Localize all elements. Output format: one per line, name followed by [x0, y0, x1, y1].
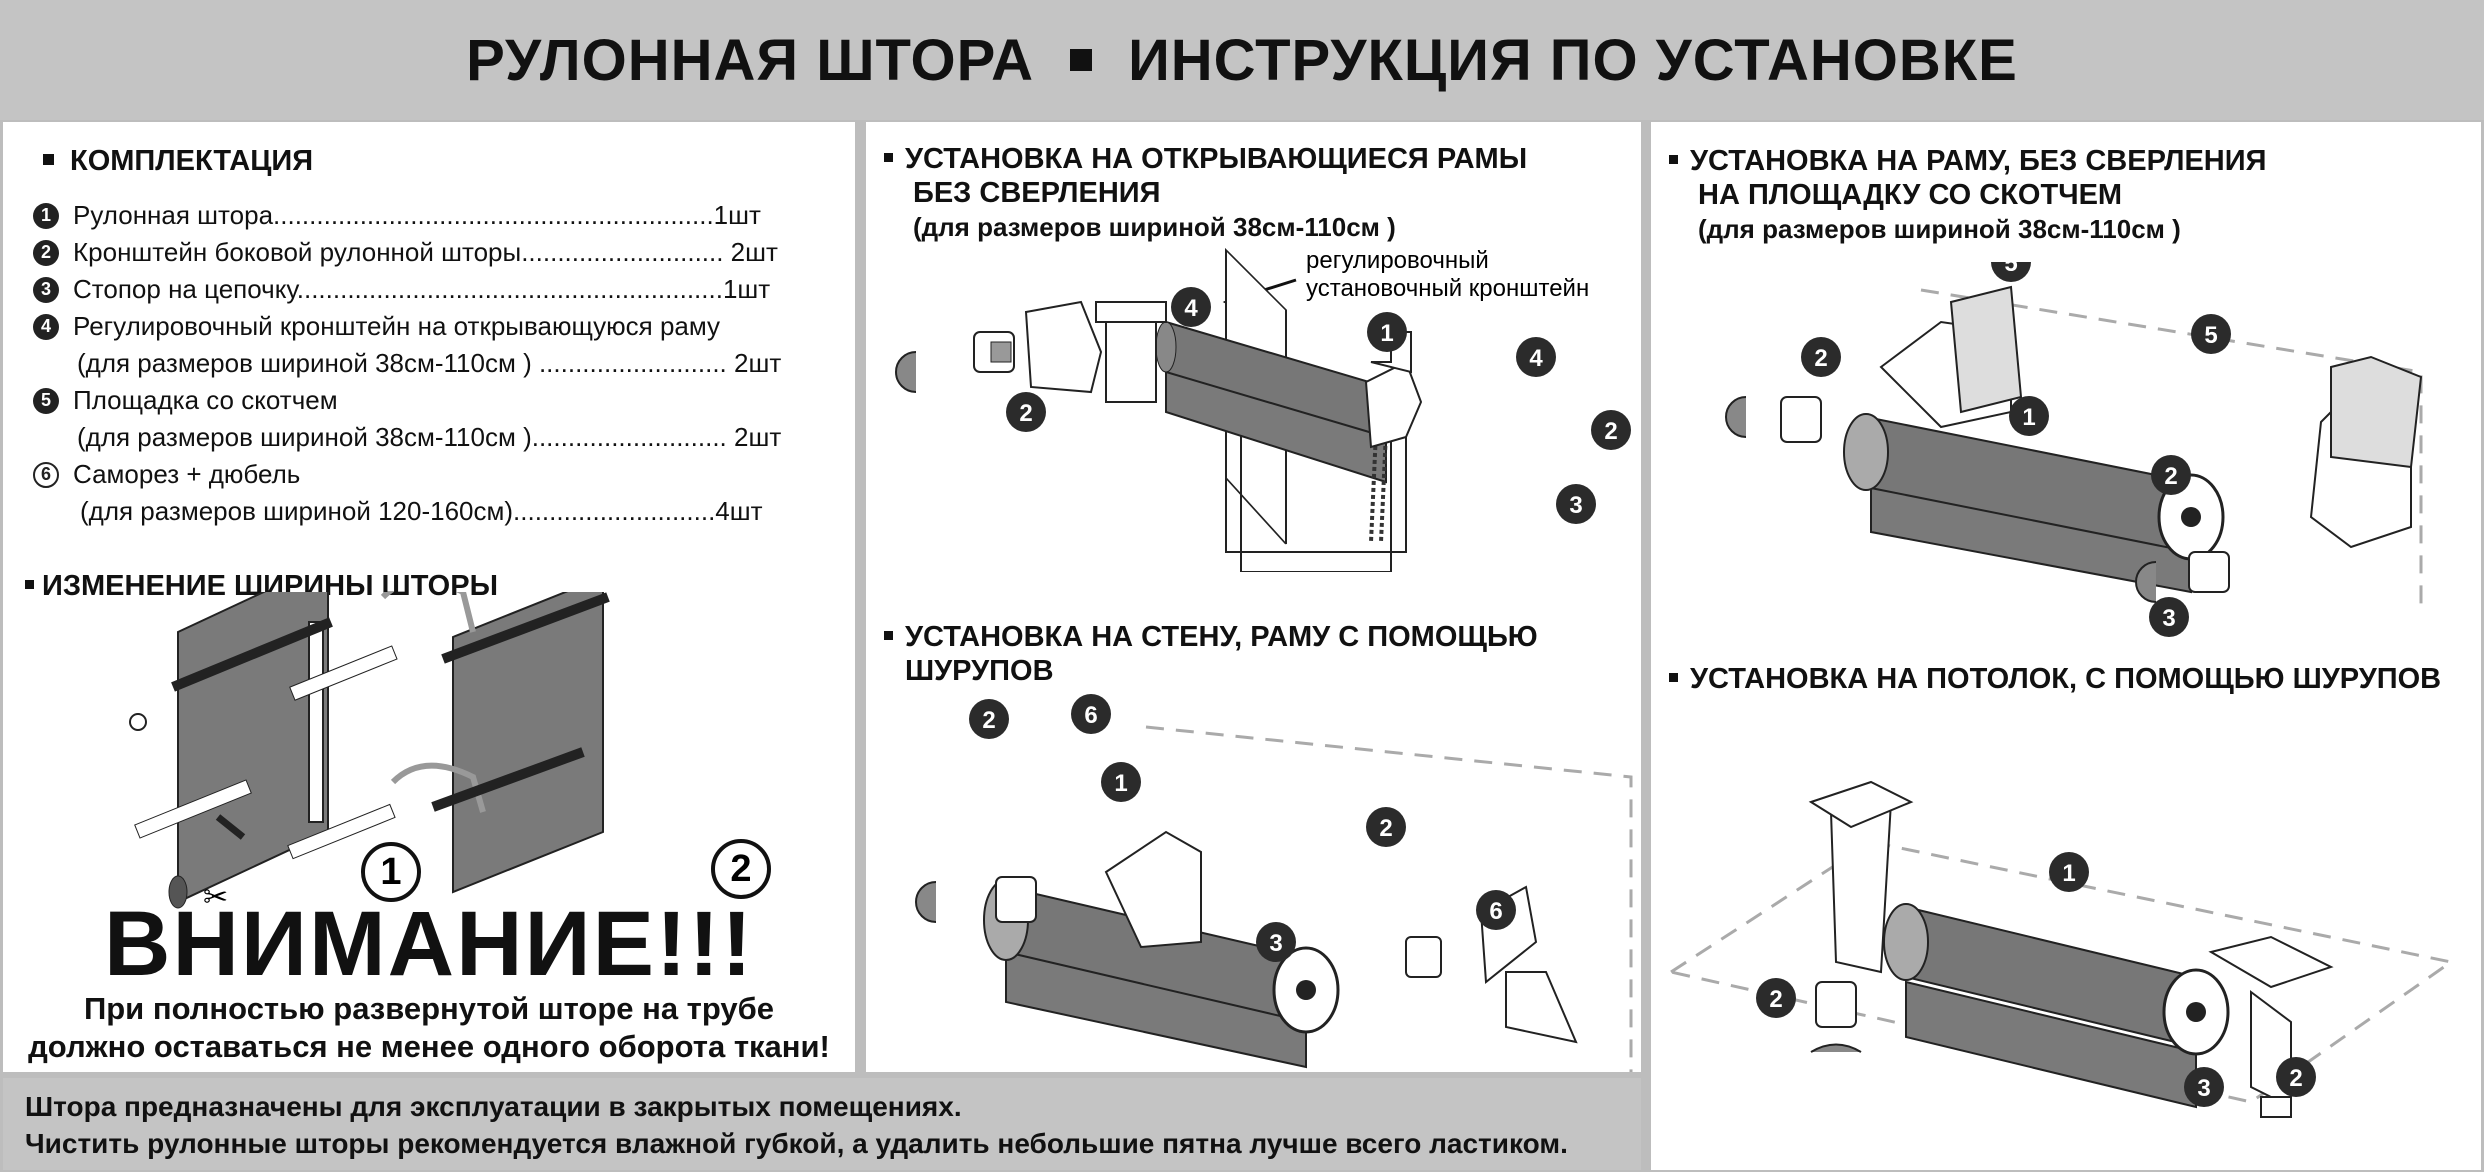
svg-text:3: 3 — [1269, 930, 1282, 957]
number-badge: 3 — [2184, 1067, 2224, 1107]
number-badge: 4 — [33, 313, 59, 340]
list-item-continuation: (для размеров шириной 120-160см)........… — [80, 496, 763, 526]
number-badge: 6 — [1071, 694, 1111, 734]
warning-text: При полностью развернутой шторе на трубе… — [28, 991, 830, 1064]
svg-text:2: 2 — [1019, 400, 1032, 427]
step-2-badge: 2 — [711, 839, 771, 899]
number-badge: 6 — [1476, 890, 1516, 930]
frame-tape-illustration: 2 5 1 5 2 3 — [1725, 262, 2423, 637]
svg-text:6: 6 — [1084, 702, 1097, 729]
number-badge: 3 — [2149, 597, 2189, 637]
bullet-icon — [884, 630, 893, 640]
installation-panel-middle: УСТАНОВКА НА ОТКРЫВАЮЩИЕСЯ РАМЫ БЕЗ СВЕР… — [866, 122, 1641, 1072]
number-badge: 2 — [1006, 392, 1046, 432]
number-badge: 2 — [1366, 807, 1406, 847]
warning-heading: ВНИМАНИЕ!!! — [104, 893, 754, 995]
callout-label: регулировочный — [1306, 247, 1489, 274]
title-separator-icon — [1070, 49, 1093, 71]
bullet-icon — [43, 153, 54, 165]
number-badge: 6 — [33, 461, 59, 488]
number-badge: 5 — [33, 387, 59, 414]
width-change-illustration: ✂ 1 2 — [129, 592, 771, 912]
svg-text:5: 5 — [2204, 322, 2217, 349]
svg-text:5: 5 — [2004, 262, 2017, 277]
footer-line: Штора предназначены для эксплуатации в з… — [25, 1091, 962, 1122]
svg-text:3: 3 — [1569, 492, 1582, 519]
number-badge: 5 — [1991, 262, 2031, 282]
wall-screws-title: УСТАНОВКА НА СТЕНУ, РАМУ С ПОМОЩЬЮ ШУРУП… — [884, 620, 1538, 688]
svg-text:2: 2 — [1814, 345, 1827, 372]
blind-step-2 — [287, 592, 610, 894]
number-badge: 4 — [1516, 337, 1556, 377]
number-badge: 1 — [1367, 312, 1407, 352]
step-1-badge: 1 — [361, 842, 421, 902]
number-badge: 2 — [1801, 337, 1841, 377]
number-badge: 2 — [1591, 410, 1631, 450]
number-badge: 2 — [2151, 455, 2191, 495]
number-badge: 3 — [33, 276, 59, 303]
svg-text:2: 2 — [982, 707, 995, 734]
number-badge: 1 — [2049, 852, 2089, 892]
scissors-icon: ✂ — [203, 881, 228, 912]
bullet-icon — [1669, 154, 1678, 164]
svg-text:2: 2 — [1604, 418, 1617, 445]
number-badge: 4 — [1171, 287, 1211, 327]
number-badge: 2 — [2276, 1057, 2316, 1097]
svg-text:3: 3 — [2197, 1075, 2210, 1102]
list-item-continuation: (для размеров шириной 38см-110см )......… — [77, 422, 782, 452]
wall-screws-illustration: 2 6 1 2 6 3 — [915, 694, 1633, 1072]
bullet-icon — [1669, 672, 1678, 682]
opening-frame-illustration: регулировочный установочный кронштейн 2 … — [895, 247, 1631, 572]
number-badge: 3 — [1256, 922, 1296, 962]
number-badge: 3 — [1556, 484, 1596, 524]
number-badge: 2 — [33, 239, 59, 266]
blind-step-1: ✂ — [129, 592, 333, 912]
svg-text:1: 1 — [1114, 770, 1127, 797]
footer-note: Штора предназначены для эксплуатации в з… — [3, 1078, 1641, 1170]
number-badge: 2 — [1756, 978, 1796, 1018]
svg-text:2: 2 — [2164, 463, 2177, 490]
number-badge: 5 — [2191, 314, 2231, 354]
installation-panel-right: УСТАНОВКА НА РАМУ, БЕЗ СВЕРЛЕНИЯ НА ПЛОЩ… — [1651, 122, 2481, 1170]
ceiling-title: УСТАНОВКА НА ПОТОЛОК, С ПОМОЩЬЮ ШУРУПОВ — [1669, 662, 2441, 696]
callout-label: установочный кронштейн — [1306, 275, 1589, 302]
svg-text:3: 3 — [2162, 605, 2175, 632]
title-left: РУЛОННАЯ ШТОРА — [466, 27, 1035, 93]
svg-text:2: 2 — [2289, 1065, 2302, 1092]
kit-title: КОМПЛЕКТАЦИЯ — [43, 144, 313, 178]
svg-text:2: 2 — [730, 848, 751, 890]
bullet-icon — [25, 579, 34, 589]
svg-text:1: 1 — [1380, 320, 1393, 347]
ceiling-illustration: 2 1 3 2 — [1667, 780, 2455, 1118]
number-badge: 1 — [33, 202, 59, 229]
svg-text:4: 4 — [1184, 295, 1198, 322]
svg-text:1: 1 — [2062, 860, 2075, 887]
svg-text:4: 4 — [1529, 345, 1543, 372]
opening-frame-title: УСТАНОВКА НА ОТКРЫВАЮЩИЕСЯ РАМЫ БЕЗ СВЕР… — [884, 142, 1527, 244]
svg-text:1: 1 — [2022, 404, 2035, 431]
list-item-continuation: (для размеров шириной 38см-110см ) .....… — [77, 348, 782, 378]
number-badge: 2 — [969, 699, 1009, 739]
svg-text:1: 1 — [380, 851, 401, 893]
svg-text:2: 2 — [1769, 986, 1782, 1013]
svg-text:2: 2 — [1379, 815, 1392, 842]
bullet-icon — [884, 152, 893, 162]
header-bar: РУЛОННАЯ ШТОРА ИНСТРУКЦИЯ ПО УСТАНОВКЕ — [0, 0, 2484, 120]
page-title: РУЛОННАЯ ШТОРА ИНСТРУКЦИЯ ПО УСТАНОВКЕ — [466, 27, 2018, 94]
number-badge: 1 — [1101, 762, 1141, 802]
number-badge: 1 — [2009, 396, 2049, 436]
title-right: ИНСТРУКЦИЯ ПО УСТАНОВКЕ — [1128, 27, 2018, 93]
footer-line: Чистить рулонные шторы рекомендуется вла… — [25, 1128, 1568, 1159]
svg-text:6: 6 — [1489, 898, 1502, 925]
frame-tape-title: УСТАНОВКА НА РАМУ, БЕЗ СВЕРЛЕНИЯ НА ПЛОЩ… — [1669, 144, 2266, 246]
